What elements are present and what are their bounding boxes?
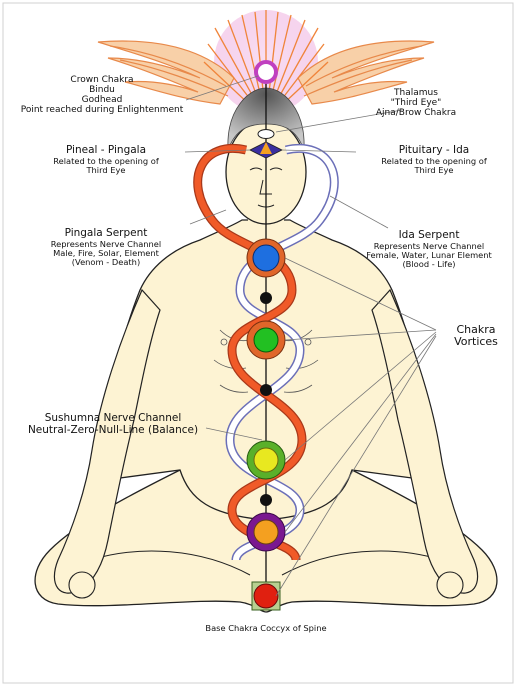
sacral-chakra (247, 513, 285, 551)
sushumna-line-1: Sushumna Nerve Channel (20, 413, 206, 425)
spine-node-1 (260, 292, 272, 304)
pineal-line-2: Third Eye (24, 166, 188, 175)
pingala-title: Pingala Serpent (20, 228, 192, 240)
pineal-label: Pineal - Pingala Related to the opening … (24, 145, 188, 175)
crown-label: Crown Chakra Bindu Godhead Point reached… (14, 75, 190, 115)
crown-label-line-4: Point reached during Enlightenment (14, 105, 190, 115)
base-chakra (252, 582, 280, 610)
crown-chakra (256, 62, 276, 82)
pituitary-label: Pituitary - Ida Related to the opening o… (352, 145, 516, 175)
sushumna-line-2: Neutral-Zero-Null-Line (Balance) (20, 425, 206, 437)
spine-node-3 (260, 494, 272, 506)
thalamus-marker (258, 130, 274, 139)
chakra-vortices-label: Chakra Vortices (440, 324, 512, 349)
pingala-line-3: (Venom - Death) (20, 258, 192, 267)
pineal-title: Pineal - Pingala (24, 145, 188, 157)
crown-label-line-3: Godhead (14, 95, 190, 105)
ida-line-3: (Blood - Life) (340, 260, 518, 269)
solar-plexus-chakra (247, 441, 285, 479)
throat-chakra (247, 239, 285, 277)
spine-node-2 (260, 384, 272, 396)
thalamus-label-line-1: Thalamus (356, 88, 476, 98)
thalamus-label-line-3: Ajna/Brow Chakra (356, 108, 476, 118)
base-chakra-label: Base Chakra Coccyx of Spine (166, 624, 366, 633)
right-hand (437, 572, 463, 598)
chakra-vortices-line-2: Vortices (440, 336, 512, 348)
crown-label-line-1: Crown Chakra (14, 75, 190, 85)
crown-label-line-2: Bindu (14, 85, 190, 95)
thalamus-label-line-2: "Third Eye" (356, 98, 476, 108)
heart-chakra (247, 321, 285, 359)
pituitary-line-2: Third Eye (352, 166, 516, 175)
ida-title: Ida Serpent (340, 230, 518, 242)
pituitary-title: Pituitary - Ida (352, 145, 516, 157)
sushumna-label: Sushumna Nerve Channel Neutral-Zero-Null… (20, 413, 206, 437)
thalamus-label: Thalamus "Third Eye" Ajna/Brow Chakra (356, 88, 476, 118)
pingala-label: Pingala Serpent Represents Nerve Channel… (20, 228, 192, 268)
left-hand (69, 572, 95, 598)
ida-label: Ida Serpent Represents Nerve Channel Fem… (340, 230, 518, 270)
